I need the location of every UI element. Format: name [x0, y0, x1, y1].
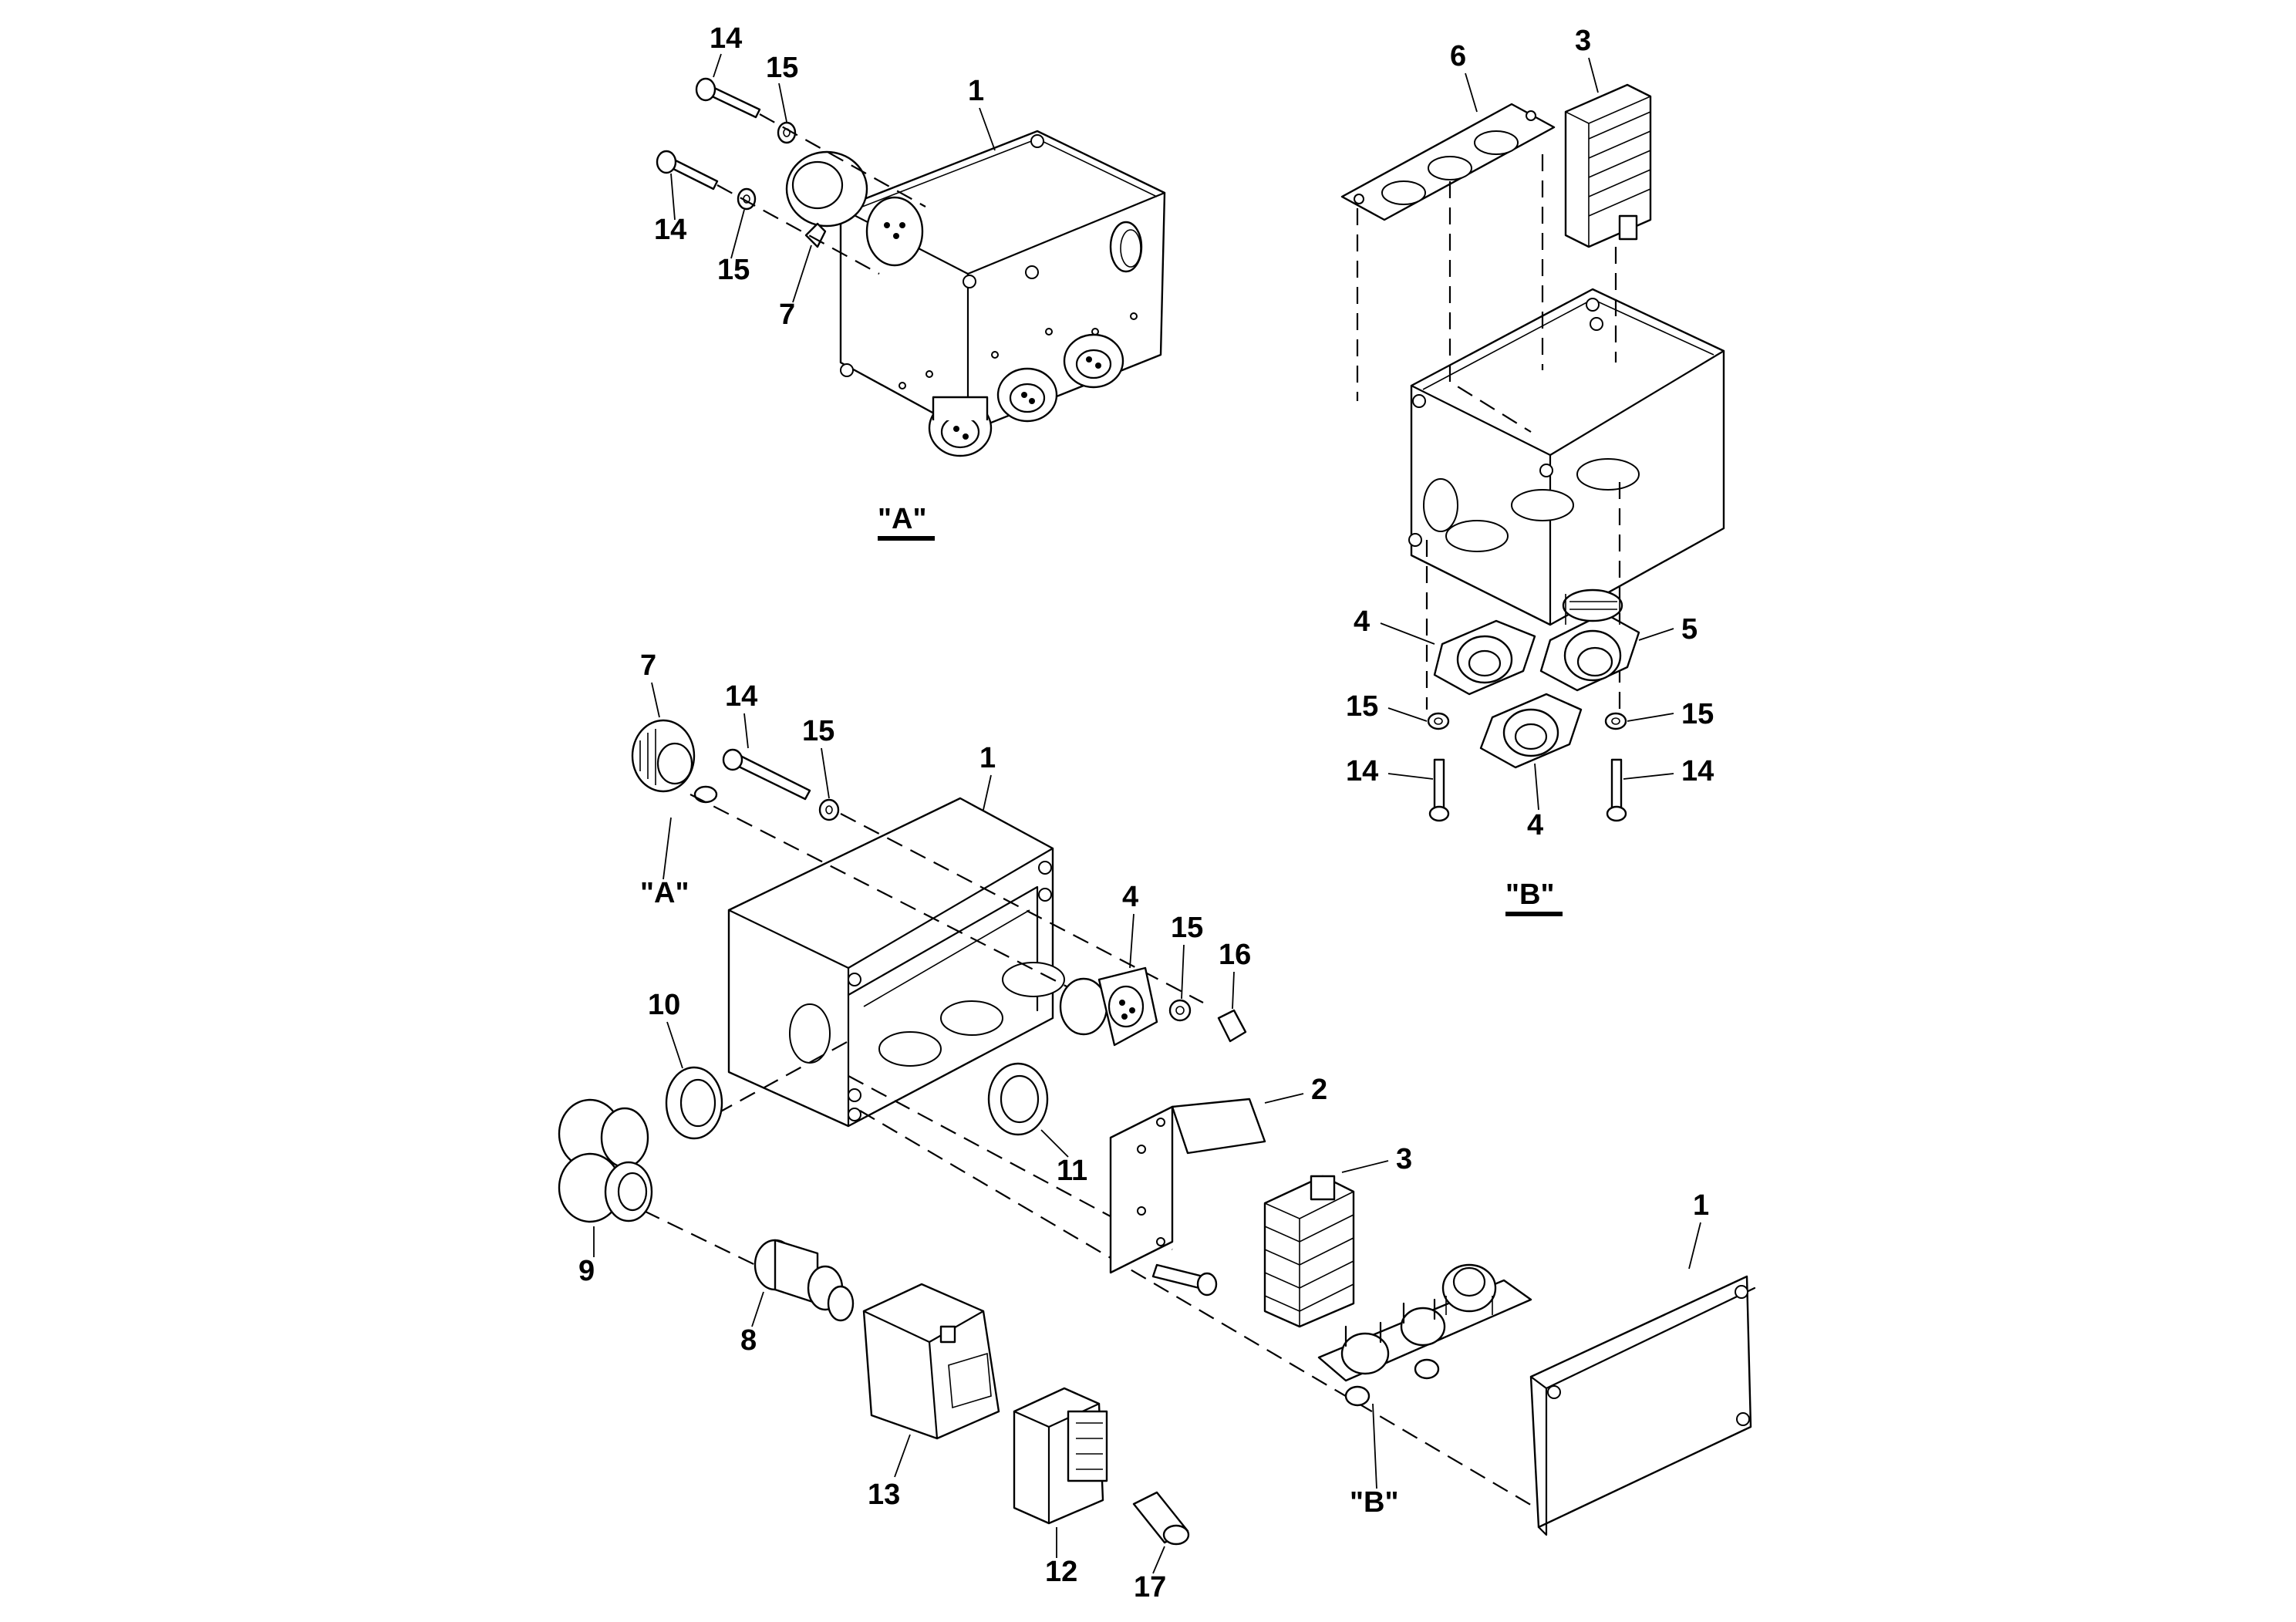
callout-15: 15	[1171, 912, 1203, 944]
leader-line	[1232, 971, 1235, 1010]
view-a-connector-7	[785, 150, 924, 267]
callout-12: 12	[1045, 1556, 1077, 1588]
callout-4: 4	[1354, 605, 1370, 638]
leader-line	[983, 774, 992, 811]
main-pcb-assembly	[1317, 1263, 1532, 1407]
view-b-title-underline	[1505, 912, 1563, 916]
callout-15: 15	[1681, 698, 1714, 730]
callout-5: 5	[1681, 613, 1698, 646]
view-b-enclosure	[1408, 288, 1725, 626]
ref-label-a: "A"	[640, 877, 689, 909]
main-gasket-10	[665, 1066, 723, 1140]
leader-line	[979, 107, 996, 151]
leader-line	[670, 173, 676, 221]
main-gland-8	[754, 1239, 855, 1322]
callout-14: 14	[710, 22, 742, 55]
leader-line	[663, 817, 672, 880]
leader-line	[821, 747, 830, 799]
callout-14: 14	[725, 680, 757, 713]
main-screw-14	[722, 748, 840, 821]
callout-13: 13	[868, 1479, 900, 1511]
leader-line	[1627, 713, 1674, 722]
callout-3: 3	[1396, 1143, 1412, 1175]
view-a-receptacles	[928, 333, 1124, 457]
callout-9: 9	[578, 1255, 595, 1287]
leader-line	[666, 1021, 683, 1069]
leader-line	[778, 83, 787, 123]
view-a-title: "A"	[878, 503, 926, 535]
view-b-title: "B"	[1505, 878, 1554, 911]
leader-line	[1387, 773, 1434, 780]
main-cover	[1529, 1275, 1756, 1536]
callout-1: 1	[968, 75, 984, 107]
leader-line	[730, 209, 745, 259]
view-b-plate-6	[1340, 103, 1556, 221]
leader-line	[1588, 57, 1599, 93]
callout-16: 16	[1219, 939, 1251, 971]
view-a-screws	[656, 77, 926, 275]
callout-11: 11	[1057, 1155, 1087, 1187]
callout-4: 4	[1122, 881, 1138, 913]
leader-line	[1465, 73, 1478, 113]
view-a: 14 15 1 14 15 7 "A"	[654, 22, 1166, 541]
view-b-screws	[1427, 712, 1627, 822]
view-b-receptacles	[1433, 588, 1640, 769]
callout-1: 1	[979, 742, 996, 774]
callout-14: 14	[654, 214, 686, 246]
main-hood-13	[862, 1283, 1000, 1440]
main-tool-17	[1132, 1491, 1190, 1546]
ref-label-b: "B"	[1350, 1486, 1398, 1519]
leader-line	[713, 53, 722, 78]
callout-14: 14	[1346, 755, 1378, 787]
leader-line	[1387, 707, 1428, 722]
callout-15: 15	[717, 254, 750, 286]
leader-line	[1181, 944, 1185, 1000]
callout-6: 6	[1450, 40, 1466, 73]
callout-15: 15	[1346, 690, 1378, 723]
callout-15: 15	[802, 715, 834, 747]
leader-line	[1688, 1222, 1701, 1270]
leader-line	[1638, 628, 1674, 641]
view-b: 6 3 4 5 15 15 14 14 4 "B"	[1340, 25, 1725, 916]
leader-line	[1380, 622, 1435, 645]
leader-line	[1372, 1403, 1377, 1489]
leader-line	[1534, 763, 1539, 811]
callout-8: 8	[740, 1324, 757, 1357]
view-a-title-underline	[878, 536, 935, 541]
main-gland-9	[558, 1098, 653, 1223]
callout-14: 14	[1681, 755, 1714, 787]
leader-line	[1129, 913, 1135, 969]
main-terminal-3	[1263, 1175, 1355, 1328]
main-enclosure	[727, 797, 1065, 1128]
callout-10: 10	[648, 989, 680, 1021]
main-nut-11	[987, 1062, 1049, 1136]
callout-3: 3	[1575, 25, 1591, 57]
leader-line	[1623, 773, 1674, 780]
leader-line	[1040, 1129, 1069, 1158]
callout-4: 4	[1527, 809, 1543, 841]
main-connector-7	[631, 719, 718, 804]
view-b-terminal-3	[1564, 83, 1652, 248]
leader-line	[751, 1291, 764, 1327]
leader-line	[1341, 1160, 1389, 1173]
main-insert-12	[1013, 1387, 1108, 1525]
leader-line	[651, 682, 660, 718]
callout-15: 15	[766, 52, 798, 84]
leader-line	[743, 713, 749, 749]
callout-7: 7	[640, 649, 656, 682]
callout-7: 7	[779, 298, 795, 331]
leader-line	[1152, 1546, 1165, 1574]
callout-2: 2	[1311, 1074, 1327, 1106]
callout-1: 1	[1693, 1189, 1709, 1222]
main-plate-2	[1109, 1098, 1266, 1297]
leader-line	[792, 244, 812, 303]
leader-line	[894, 1434, 911, 1478]
leader-line	[1264, 1093, 1304, 1104]
callout-17: 17	[1134, 1571, 1166, 1603]
main-receptacle-4	[1059, 966, 1247, 1047]
main-view: 7 14 15 1 "A" 4 15 16 10 2 11 3 1 9 8 13…	[558, 649, 1756, 1603]
